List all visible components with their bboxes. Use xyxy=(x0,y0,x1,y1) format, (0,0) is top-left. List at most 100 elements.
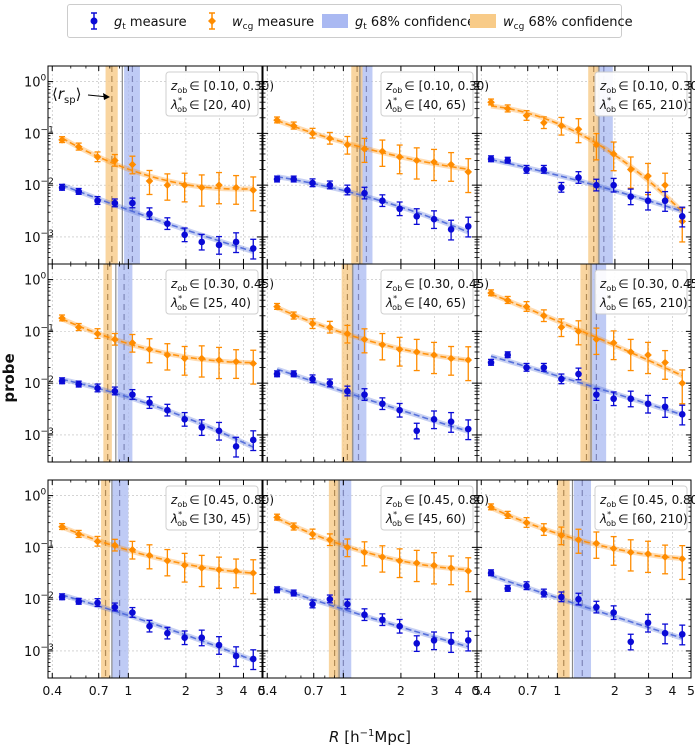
gt-measure-point xyxy=(504,351,512,359)
wcg-measure-point xyxy=(557,122,566,130)
gt-model-curve-band xyxy=(61,592,255,663)
x-tick-label: 1 xyxy=(553,683,561,698)
gt-measure-point xyxy=(430,637,438,644)
panel-plot-area xyxy=(263,480,477,678)
x-tick-label: 0.4 xyxy=(257,683,277,698)
wcg-measure-point xyxy=(326,323,334,332)
wcg-measure-point xyxy=(430,561,438,570)
gt-measure-point xyxy=(249,436,257,444)
wcg-measure-point xyxy=(395,153,404,161)
wcg-model-curve-band xyxy=(276,305,469,363)
panel-plot-area xyxy=(477,264,691,462)
wcg-confidence-band xyxy=(557,480,570,678)
x-tick-label: 5 xyxy=(473,683,481,698)
wcg-model-curve xyxy=(61,318,254,364)
gt-measure-point xyxy=(361,189,368,197)
wcg-measure-point xyxy=(128,339,137,347)
bin-label-z: zob∈ [0.10, 0.30) xyxy=(170,79,274,95)
bin-label-lambda: λ*ob∈ [45, 60) xyxy=(385,510,466,528)
panel-1: zob∈ [0.10, 0.30)λ*ob∈ [40, 65) xyxy=(262,65,489,265)
wcg-confidence-band xyxy=(103,264,112,462)
gt-measure-point xyxy=(661,197,669,205)
bin-label-lambda: λ*ob∈ [40, 65) xyxy=(385,96,466,114)
gt-measure-point xyxy=(627,638,635,646)
gt-measure-point xyxy=(164,629,171,637)
wcg-measure-point xyxy=(626,548,635,557)
bin-label-lambda: λ*ob∈ [65, 210) xyxy=(599,294,688,312)
panel-frame xyxy=(476,263,692,463)
x-tick-label: 3 xyxy=(216,683,224,698)
gt-measure-point xyxy=(164,220,171,228)
wcg-measure-point xyxy=(430,158,438,166)
gt-measure-point xyxy=(504,157,512,164)
gt-measure-point xyxy=(344,600,351,608)
wcg-measure-point xyxy=(128,160,137,169)
wcg-measure-point xyxy=(540,118,548,127)
wcg-measure-point xyxy=(487,289,495,297)
gt-measure-point xyxy=(523,582,530,590)
gt-model-curve xyxy=(61,378,254,448)
gt-measure-point xyxy=(413,427,421,435)
gt-measure-point xyxy=(610,609,617,616)
gt-measure-point xyxy=(487,569,495,577)
wcg-measure-point xyxy=(215,356,223,364)
bin-label-box xyxy=(594,71,688,117)
x-tick-label: 4 xyxy=(239,683,247,698)
wcg-measure-point xyxy=(111,335,119,344)
gt-measure-point xyxy=(75,188,83,195)
gt-measure-point xyxy=(627,395,635,403)
x-tick-label: 0.4 xyxy=(471,683,491,698)
bin-label-box xyxy=(380,71,474,117)
x-tick-label: 0.4 xyxy=(42,683,62,698)
legend-band-swatch xyxy=(470,14,496,28)
wcg-measure-point xyxy=(232,567,240,575)
gt-measure-point xyxy=(129,609,136,616)
panel-4: zob∈ [0.30, 0.45)λ*ob∈ [40, 65) xyxy=(262,263,489,463)
wcg-measure-point xyxy=(163,557,172,565)
wcg-measure-point xyxy=(197,564,206,572)
gt-measure-point xyxy=(379,197,386,205)
gt-measure-point xyxy=(326,379,334,387)
wcg-measure-point xyxy=(464,356,473,364)
gt-measure-point xyxy=(309,375,316,383)
gt-measure-point xyxy=(146,210,153,218)
bin-label-lambda: λ*ob∈ [30, 45) xyxy=(170,510,251,528)
gt-measure-point xyxy=(215,641,223,649)
wcg-measure-point xyxy=(678,555,687,563)
gt-measure-point xyxy=(361,611,368,619)
gt-measure-point xyxy=(447,226,455,233)
gt-measure-point xyxy=(644,619,652,627)
gt-measure-point xyxy=(309,600,316,608)
wcg-measure-point xyxy=(343,141,352,149)
gt-measure-point xyxy=(540,589,548,597)
wcg-measure-point xyxy=(464,168,473,176)
bin-label-box xyxy=(594,485,688,531)
wcg-measure-point xyxy=(609,150,618,158)
bin-label-z: zob∈ [0.30, 0.45) xyxy=(170,277,274,293)
wcg-measure-point xyxy=(557,531,566,540)
gt-measure-point xyxy=(309,179,316,187)
gt-model-curve xyxy=(61,184,254,253)
wcg-measure-point xyxy=(145,551,154,560)
wcg-measure-point xyxy=(197,183,206,192)
y-tick-label: 100 xyxy=(24,74,47,91)
gt-measure-point xyxy=(232,443,240,450)
wcg-measure-point xyxy=(412,559,421,567)
wcg-measure-point xyxy=(540,525,548,534)
legend-item-3: wcg 68% confidence xyxy=(470,14,633,32)
wcg-measure-point xyxy=(74,323,83,332)
gt-measure-point xyxy=(464,223,472,230)
gt-measure-point xyxy=(111,387,119,395)
y-tick-label: 10−1 xyxy=(24,539,54,556)
panel-5: zob∈ [0.30, 0.45)λ*ob∈ [65, 210) xyxy=(476,263,695,463)
wcg-measure-point xyxy=(360,145,369,153)
wcg-measure-point xyxy=(557,323,566,332)
y-tick-label: 10−3 xyxy=(24,229,54,246)
legend-label: gt 68% confidence xyxy=(355,15,475,32)
gt-measure-point xyxy=(94,197,101,205)
wcg-confidence-band xyxy=(101,480,110,678)
bin-label-box xyxy=(594,269,688,315)
gt-measure-point xyxy=(129,199,136,207)
